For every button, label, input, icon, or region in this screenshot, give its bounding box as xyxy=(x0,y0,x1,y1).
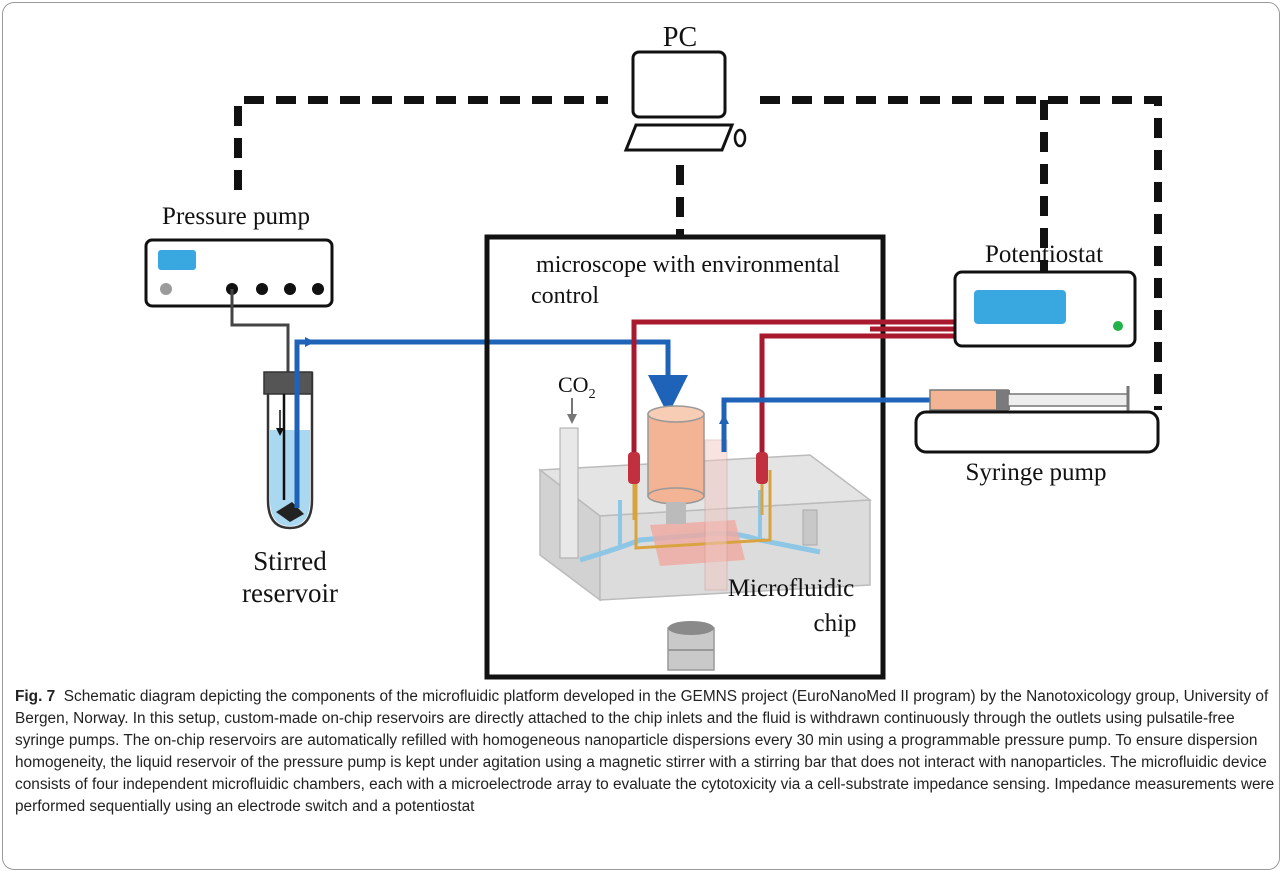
microscope-enclosure xyxy=(484,234,886,680)
microscope-objective xyxy=(667,621,715,671)
potentiostat-label: Potentiostat xyxy=(985,241,1103,268)
chip-label-2: chip xyxy=(813,610,856,637)
electrode-probe-right xyxy=(756,452,768,484)
caption-text: Schematic diagram depicting the componen… xyxy=(15,688,1275,815)
fluid-direction-arrow xyxy=(305,337,315,347)
chip-label-1: Microfluidic xyxy=(728,575,854,602)
platform-diagram: PC Pressure pump Stirred reservoir micro… xyxy=(144,22,1162,680)
potentiostat-device xyxy=(953,270,1137,348)
syringe-pump-label: Syringe pump xyxy=(966,459,1107,486)
fluid-outlet-line xyxy=(721,397,1000,452)
figure-caption: Fig. 7 Schematic diagram depicting the c… xyxy=(15,686,1277,818)
stirred-reservoir xyxy=(263,371,314,530)
pressure-tube xyxy=(230,289,290,372)
figure-number: Fig. 7 xyxy=(15,688,56,705)
electrode-wires xyxy=(631,319,955,455)
microscope-label-2: control xyxy=(531,283,599,309)
data-connection-lines xyxy=(234,96,1162,410)
syringe xyxy=(929,386,1130,414)
co2-label: CO2 xyxy=(558,372,596,402)
pressure-pump-device xyxy=(144,238,334,308)
microfluidic-chip xyxy=(537,427,873,602)
pc-label: PC xyxy=(663,22,697,53)
electrode-probe-left xyxy=(628,452,640,484)
outlet-direction-arrow xyxy=(719,414,729,424)
fluid-inlet-line xyxy=(294,339,688,508)
pressure-pump-label: Pressure pump xyxy=(162,203,310,230)
syringe-pump-device xyxy=(914,410,1160,454)
on-chip-reservoir xyxy=(647,405,705,524)
stirred-reservoir-label-1: Stirred xyxy=(253,546,327,576)
pc-icon xyxy=(623,50,747,152)
microscope-label-1: microscope with environmental xyxy=(536,252,840,278)
stirred-reservoir-label-2: reservoir xyxy=(242,578,338,608)
